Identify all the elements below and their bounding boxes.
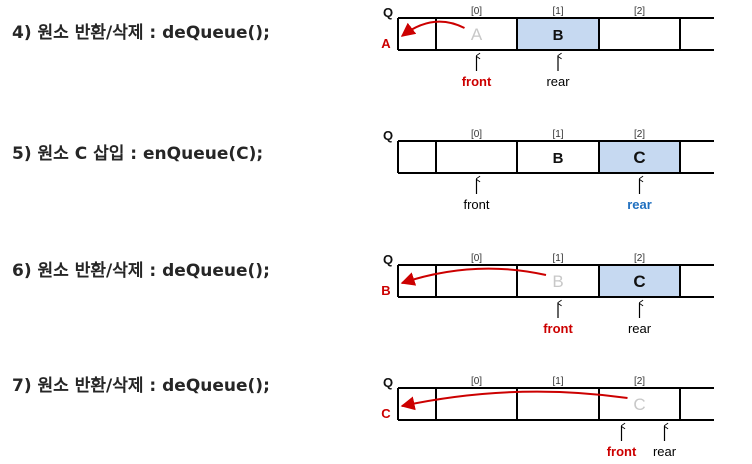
queue-index-label: [1] (552, 6, 563, 17)
pointer-front: front (462, 74, 492, 89)
queue-index-label: [1] (552, 253, 563, 264)
step-5-title: 5) 원소 C 삽입 : enQueue(C); (12, 144, 264, 164)
dequeue-arrow (400, 390, 628, 411)
queue-label: Q (383, 252, 393, 267)
queue-index-label: [2] (634, 129, 645, 140)
queue-index-label: [0] (471, 376, 482, 387)
pointer-rear: rear (627, 197, 652, 212)
queue-label: Q (383, 5, 393, 20)
pointer-front: front (463, 197, 489, 212)
step-7-title: 7) 원소 반환/삭제 : deQueue(); (12, 376, 270, 396)
queue-index-label: [0] (471, 253, 482, 264)
queue-label: Q (383, 375, 393, 390)
step-6-title: 6) 원소 반환/삭제 : deQueue(); (12, 261, 270, 281)
pointer-rear: rear (628, 321, 652, 336)
queue-cell-highlight (600, 266, 679, 296)
queue-cell-value: C (633, 395, 645, 414)
pointer-front: front (543, 321, 573, 336)
returned-element: B (381, 283, 390, 298)
queue-index-label: [0] (471, 129, 482, 140)
queue-cell-value: C (633, 272, 645, 291)
queue-cell-value: B (552, 272, 563, 291)
queue-index-label: [2] (634, 6, 645, 17)
queue-index-label: [0] (471, 6, 482, 17)
pointer-front: front (607, 444, 637, 459)
returned-element: C (381, 406, 391, 421)
queue-cell-highlight (518, 19, 598, 49)
queue-index-label: [1] (552, 376, 563, 387)
pointer-rear: rear (546, 74, 570, 89)
returned-element: A (381, 36, 391, 51)
queue-label: Q (383, 128, 393, 143)
dequeue-arrow (400, 267, 547, 286)
queue-cell-value: B (553, 27, 564, 44)
queue-index-label: [2] (634, 253, 645, 264)
step-4-title: 4) 원소 반환/삭제 : deQueue(); (12, 23, 270, 43)
queue-index-label: [1] (552, 129, 563, 140)
queue-cell-value: C (633, 148, 645, 167)
queue-cell-highlight (600, 142, 679, 172)
queue-cell-value: A (471, 25, 483, 44)
dequeue-arrow (400, 20, 465, 37)
queue-cell-value: B (553, 150, 564, 167)
queue-index-label: [2] (634, 376, 645, 387)
pointer-rear: rear (653, 444, 677, 459)
